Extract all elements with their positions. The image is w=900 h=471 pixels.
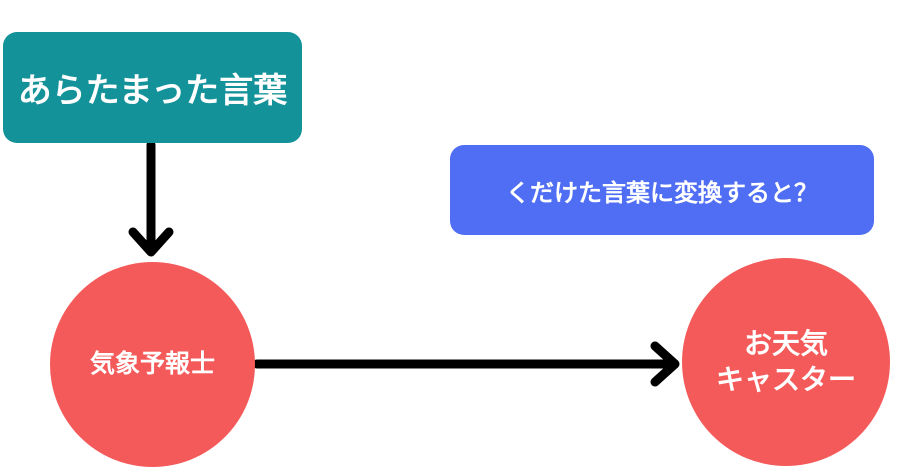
question-label: くだけた言葉に変換すると？ [506, 178, 818, 207]
formal-words-box: あらたまった言葉 [3, 32, 302, 143]
arrow-right [252, 341, 680, 387]
caster-label-line2: キャスター [715, 363, 856, 396]
formal-words-label: あらたまった言葉 [17, 71, 288, 111]
arrow-down [128, 140, 174, 257]
weather-caster-circle: お天気 キャスター [682, 258, 890, 466]
forecaster-circle: 気象予報士 [50, 262, 255, 467]
question-box: くだけた言葉に変換すると？ [450, 145, 874, 235]
caster-label-line1: お天気 [743, 326, 828, 360]
forecaster-label: 気象予報士 [89, 349, 215, 379]
